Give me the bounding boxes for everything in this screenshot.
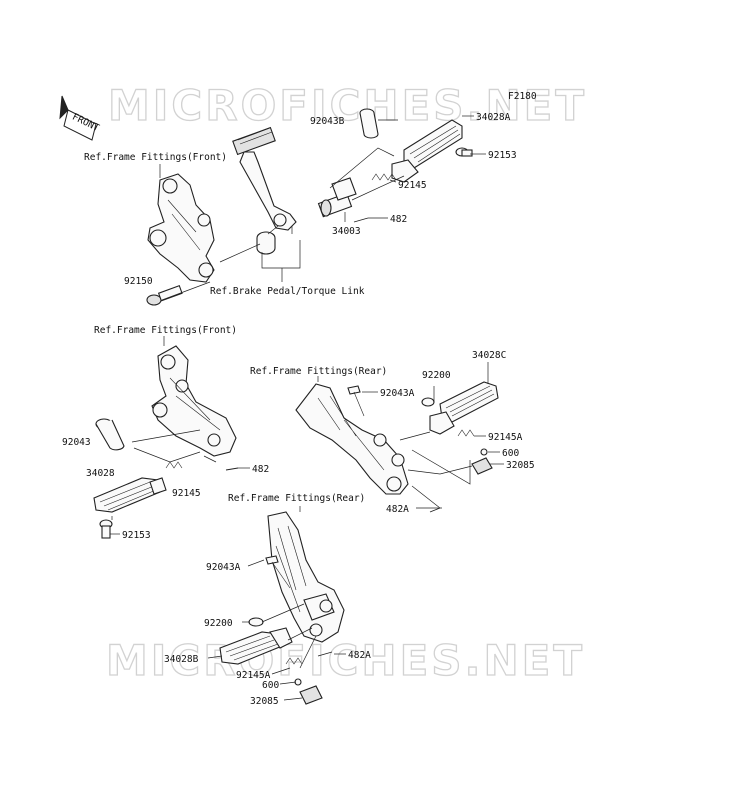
washer-92200-mid <box>421 397 435 407</box>
part-label-92145A-mid: 92145A <box>488 432 523 443</box>
cotter-482-top <box>353 217 369 223</box>
watermark-bottom: MICROFICHES.NET <box>106 636 585 685</box>
pivot-collar <box>256 231 276 255</box>
part-label-92043A-mid: 92043A <box>380 388 415 399</box>
bolt-92043A-mid <box>347 385 365 417</box>
part-label-92043A-bottom: 92043A <box>206 562 241 573</box>
ref-frame-fittings-rear-2: Ref.Frame Fittings(Rear) <box>228 493 365 504</box>
part-label-92153-mid: 92153 <box>122 530 151 541</box>
spring-92145-top <box>371 173 397 181</box>
bracket-front-mid <box>151 345 237 457</box>
part-label-92145-top: 92145 <box>398 180 427 191</box>
part-label-32085-mid: 32085 <box>506 460 535 471</box>
pin-34003 <box>317 177 357 218</box>
part-label-92043: 92043 <box>62 437 91 448</box>
stopper-32085-bottom <box>299 685 323 705</box>
brake-pedal <box>232 126 297 231</box>
ball-600-mid <box>480 448 488 456</box>
bolt-92043A-bottom <box>265 555 291 589</box>
part-label-600-mid: 600 <box>502 448 519 459</box>
part-label-600-bottom: 600 <box>262 680 279 691</box>
stopper-32085-mid <box>471 457 493 475</box>
cotter-482A-mid <box>429 507 441 513</box>
part-label-92153-top: 92153 <box>488 150 517 161</box>
watermark-top: MICROFICHES.NET <box>108 81 587 130</box>
ref-brake-pedal-torque-link: Ref.Brake Pedal/Torque Link <box>210 286 365 297</box>
bracket-rear-bottom <box>267 511 345 643</box>
part-label-34028C: 34028C <box>472 350 506 361</box>
bracket-front-top <box>147 173 215 283</box>
footrest-34028A <box>391 119 463 183</box>
part-label-92145A-bottom: 92145A <box>236 670 271 681</box>
part-label-92145-mid: 92145 <box>172 488 201 499</box>
front-arrow-icon: FRONT <box>59 95 101 141</box>
ref-frame-fittings-front-1: Ref.Frame Fittings(Front) <box>84 152 227 163</box>
footrest-34028C <box>429 381 499 435</box>
bushing-92043B <box>359 108 379 139</box>
ref-frame-fittings-rear-1: Ref.Frame Fittings(Rear) <box>250 366 387 377</box>
bolt-92153-mid <box>99 519 113 539</box>
part-label-482-mid: 482 <box>252 464 269 475</box>
part-label-482-top: 482 <box>390 214 407 225</box>
part-label-32085-bottom: 32085 <box>250 696 279 707</box>
ref-frame-fittings-front-2: Ref.Frame Fittings(Front) <box>94 325 237 336</box>
spring-92145A-mid <box>457 429 475 437</box>
part-label-34028B: 34028B <box>164 654 199 665</box>
figure-code: F2180 <box>508 91 537 102</box>
part-label-34028: 34028 <box>86 468 115 479</box>
cotter-482A-bottom <box>317 651 333 657</box>
footrest-34028B <box>219 627 293 665</box>
cotter-482-mid <box>225 467 239 471</box>
bolt-92150 <box>146 285 183 306</box>
footrest-34028 <box>93 477 167 513</box>
washer-92200-bottom <box>248 617 264 627</box>
spring-92145A-bottom <box>285 657 303 665</box>
bushing-92043 <box>95 418 125 451</box>
part-label-34003: 34003 <box>332 226 361 237</box>
bolt-92153-top <box>455 147 473 157</box>
part-label-482A-bottom: 482A <box>348 650 371 661</box>
bracket-rear-mid <box>295 383 409 495</box>
part-label-482A-mid: 482A <box>386 504 409 515</box>
part-label-92150: 92150 <box>124 276 153 287</box>
spring-92145-mid <box>165 461 183 469</box>
part-label-92043B: 92043B <box>310 116 345 127</box>
part-label-34028A: 34028A <box>476 112 511 123</box>
part-label-92200-bottom: 92200 <box>204 618 233 629</box>
part-label-92200-mid: 92200 <box>422 370 451 381</box>
